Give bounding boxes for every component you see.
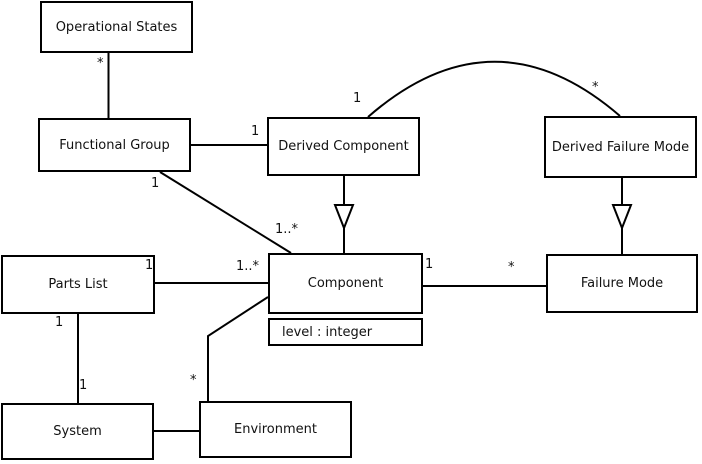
generalization-arrowhead-failure-mode [611,204,633,231]
multiplicity-parts-list-system-near-system: 1 [79,378,88,393]
class-box-functional-group: Functional Group [38,118,191,172]
multiplicity-arc-near-derived-failure-mode: * [592,80,599,95]
class-attribute-level: level : integer [282,324,373,340]
multiplicity-arc-near-derived-component: 1 [353,91,362,106]
connector-derived-component-derived-failure-mode-arc [367,60,621,118]
class-name-operational-states: Operational States [55,19,178,35]
multiplicity-parts-list-component-near-component: 1..* [236,259,260,274]
generalization-arrowhead-component [333,204,355,231]
class-name-functional-group: Functional Group [59,137,170,153]
multiplicity-functional-group-derived-component: 1 [251,124,260,139]
class-name-parts-list: Parts List [48,277,108,292]
class-box-parts-list: Parts List [1,255,155,314]
connector-environment-component [207,296,269,401]
class-box-derived-failure-mode: Derived Failure Mode [544,116,697,178]
class-name-derived-failure-mode: Derived Failure Mode [551,139,690,155]
class-box-derived-component: Derived Component [267,117,420,176]
connector-functional-group-component [159,171,292,254]
multiplicity-functional-group-component-near-component: 1..* [275,222,299,237]
class-box-operational-states: Operational States [40,1,193,53]
multiplicity-environment-component-near-environment: * [190,373,197,388]
multiplicity-component-failure-mode-near-failure-mode: * [508,260,515,275]
multiplicity-parts-list-system-near-list: 1 [55,315,64,330]
class-name-environment: Environment [233,422,317,437]
class-box-component: Component [268,253,423,314]
class-name-component: Component [307,276,384,291]
class-box-environment: Environment [199,401,352,458]
class-name-failure-mode: Failure Mode [580,276,664,291]
class-name-derived-component: Derived Component [278,139,409,154]
class-attribute-compartment-component: level : integer [268,318,423,346]
class-box-system: System [1,403,154,460]
multiplicity-operational-states-functional-group: * [97,56,104,71]
class-box-failure-mode: Failure Mode [546,254,698,313]
multiplicity-component-failure-mode-near-component: 1 [425,257,434,272]
multiplicity-parts-list-component-near-list: 1 [145,258,154,273]
multiplicity-functional-group-component-near-group: 1 [151,176,160,191]
class-name-system: System [53,424,102,439]
